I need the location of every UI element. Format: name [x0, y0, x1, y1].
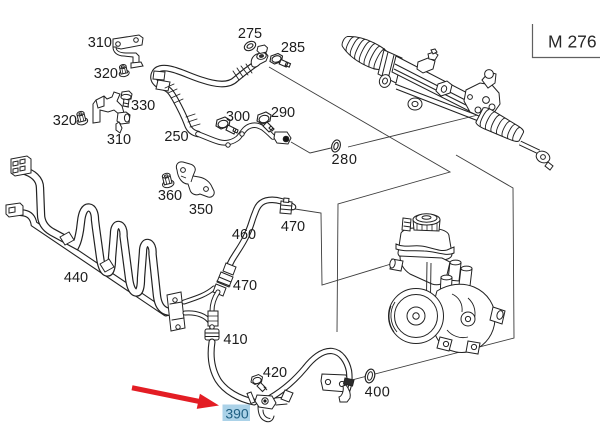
svg-text:410: 410: [223, 332, 247, 348]
svg-text:300: 300: [226, 109, 250, 125]
svg-text:285: 285: [281, 40, 305, 56]
svg-text:M 276: M 276: [548, 32, 597, 52]
svg-text:470: 470: [233, 278, 257, 294]
svg-text:330: 330: [131, 98, 155, 114]
svg-text:320: 320: [94, 66, 118, 82]
svg-text:290: 290: [271, 105, 295, 121]
svg-text:320: 320: [53, 113, 77, 129]
svg-text:460: 460: [232, 227, 256, 243]
svg-text:360: 360: [158, 188, 182, 204]
svg-text:420: 420: [263, 365, 287, 381]
svg-text:350: 350: [189, 202, 213, 218]
svg-text:470: 470: [281, 219, 305, 235]
svg-text:310: 310: [88, 35, 112, 51]
svg-text:400: 400: [365, 385, 391, 401]
svg-text:390: 390: [225, 406, 249, 422]
svg-text:440: 440: [64, 270, 88, 286]
svg-text:280: 280: [332, 152, 358, 168]
svg-text:275: 275: [238, 26, 262, 42]
svg-text:250: 250: [164, 129, 188, 145]
svg-text:310: 310: [107, 132, 131, 148]
